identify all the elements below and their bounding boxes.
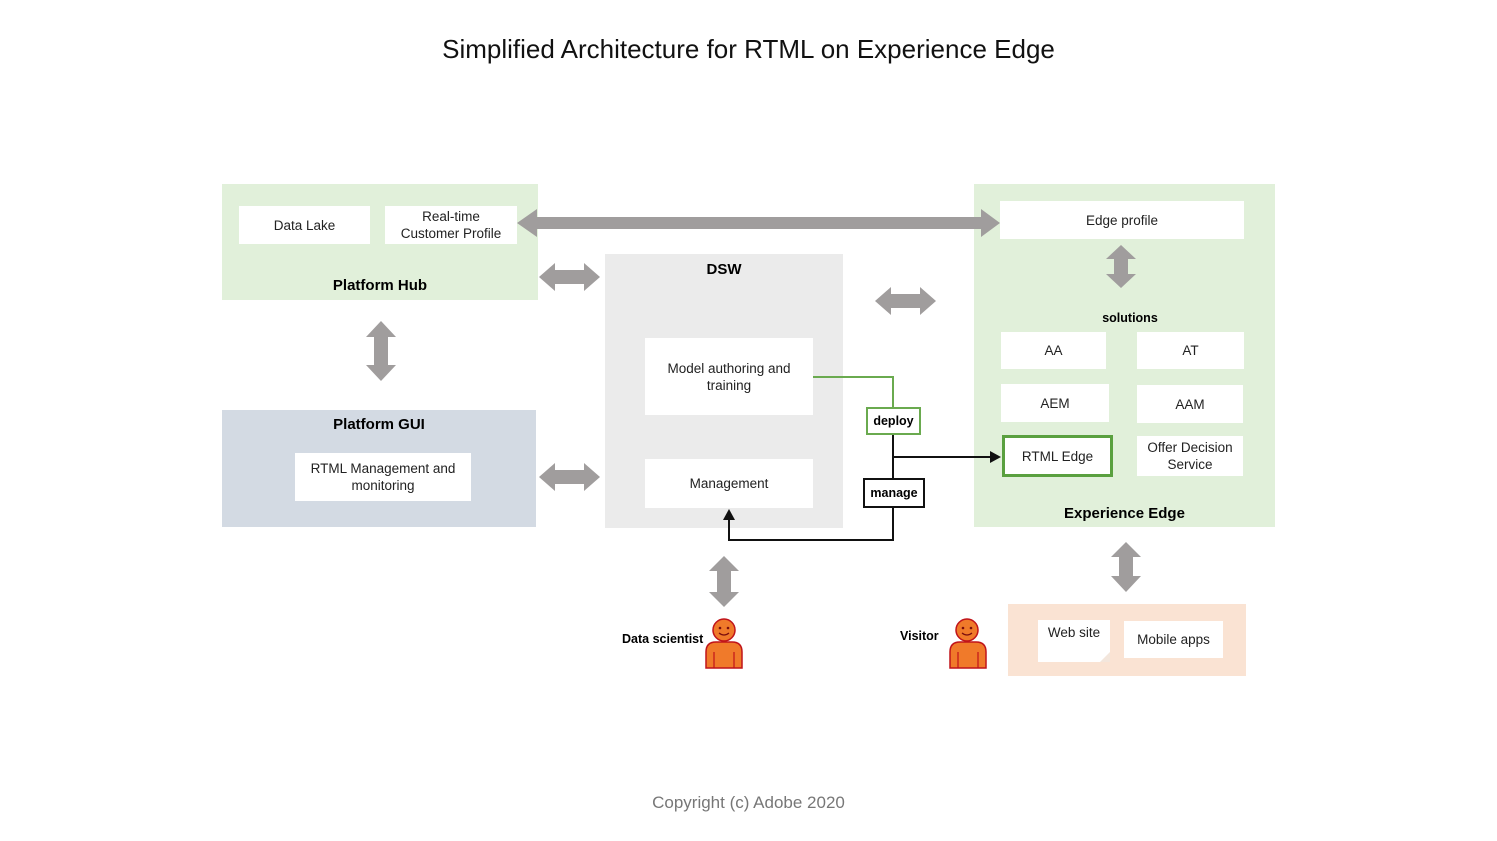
visitor-label: Visitor [900, 629, 939, 643]
dsw-edge-arrow [875, 287, 936, 315]
hub-dsw-arrow [539, 263, 600, 291]
offer-decision-box[interactable]: Offer Decision Service [1137, 436, 1243, 476]
edge-channels-arrow [1111, 542, 1141, 592]
edge-profile-box[interactable]: Edge profile [1000, 201, 1244, 239]
rtml-edge-box[interactable]: RTML Edge [1002, 435, 1113, 477]
at-box[interactable]: AT [1137, 332, 1244, 369]
data-scientist-label: Data scientist [622, 632, 704, 646]
deploy-tag: deploy [866, 407, 921, 435]
page-title: Simplified Architecture for RTML on Expe… [442, 34, 1055, 64]
data-lake-box[interactable]: Data Lake [239, 206, 370, 244]
aem-box[interactable]: AEM [1001, 384, 1109, 422]
management-box[interactable]: Management [645, 459, 813, 508]
copyright-text: Copyright (c) Adobe 2020 [652, 793, 845, 812]
aam-box[interactable]: AAM [1137, 385, 1243, 423]
visitor-icon [949, 618, 987, 669]
experience-edge-heading: Experience Edge [1064, 505, 1185, 522]
dsw-heading: DSW [706, 261, 742, 278]
gui-dsw-arrow [539, 463, 600, 491]
platform-hub-heading: Platform Hub [332, 277, 428, 294]
rtml-management-box[interactable]: RTML Management and monitoring [295, 453, 471, 501]
mobile-apps-box[interactable]: Mobile apps [1124, 621, 1223, 658]
hub-to-edge-arrow [517, 209, 1000, 237]
data-scientist-icon [705, 618, 743, 669]
dsw-scientist-arrow [709, 556, 739, 607]
web-site-box[interactable]: Web site [1038, 620, 1110, 662]
aa-box[interactable]: AA [1001, 332, 1106, 369]
hub-gui-arrow [366, 321, 396, 381]
platform-gui-heading: Platform GUI [333, 416, 425, 433]
customer-profile-box[interactable]: Real-time Customer Profile [385, 206, 517, 244]
solutions-heading: solutions [1102, 311, 1158, 325]
model-box[interactable]: Model authoring and training [645, 338, 813, 415]
manage-tag: manage [863, 478, 925, 508]
